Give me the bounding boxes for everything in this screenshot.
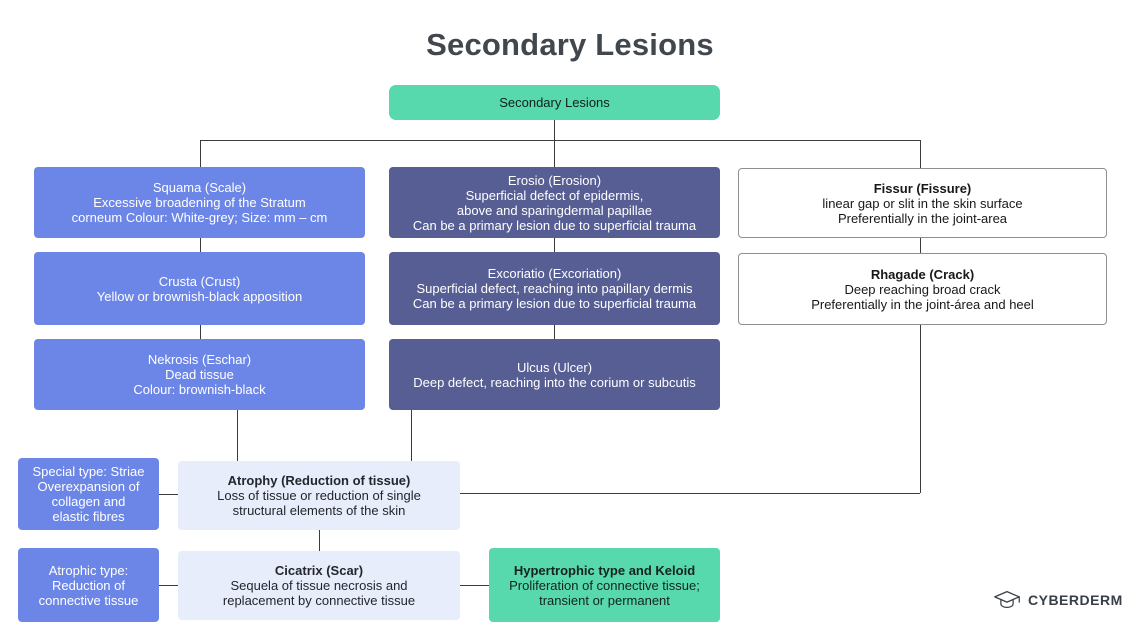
- node-cicatrix: Cicatrix (Scar) Sequela of tissue necros…: [178, 551, 460, 620]
- node-body: Dead tissue Colour: brownish-black: [133, 367, 266, 397]
- node-body: Deep reaching broad crack Preferentially…: [811, 281, 1034, 312]
- node-title: Nekrosis (Eschar): [147, 352, 252, 367]
- connector-line: [200, 140, 201, 167]
- node-hypertrophic: Hypertrophic type and Keloid Proliferati…: [489, 548, 720, 622]
- node-atrophy: Atrophy (Reduction of tissue) Loss of ti…: [178, 461, 460, 530]
- graduation-cap-icon: [993, 589, 1021, 610]
- node-title: Excoriatio (Excoriation): [487, 266, 622, 281]
- connector-line: [920, 238, 921, 253]
- node-title: Atrophy (Reduction of tissue): [227, 473, 411, 488]
- page-title: Secondary Lesions: [426, 27, 714, 62]
- node-title: Atrophic type:: [48, 562, 129, 578]
- brand-name: CYBERDERM: [1028, 591, 1123, 608]
- node-title: Crusta (Crust): [158, 273, 241, 289]
- node-body: Loss of tissue or reduction of single st…: [217, 488, 421, 518]
- node-title: Erosio (Erosion): [507, 172, 602, 188]
- node-title: Rhagade (Crack): [870, 266, 975, 282]
- root-node-label: Secondary Lesions: [499, 95, 610, 110]
- root-node: Secondary Lesions: [389, 85, 720, 120]
- connector-line: [159, 585, 178, 586]
- node-body: Superficial defect of epidermis, above a…: [412, 187, 697, 233]
- connector-line: [200, 140, 920, 141]
- node-atrophic-type: Atrophic type: Reduction of connective t…: [18, 548, 159, 622]
- connector-line: [554, 238, 555, 252]
- connector-line: [920, 325, 921, 493]
- connector-line: [411, 410, 412, 461]
- node-rhagade: Rhagade (Crack) Deep reaching broad crac…: [738, 253, 1107, 325]
- node-body: Superficial defect, reaching into papill…: [412, 281, 697, 311]
- node-body: Overexpansion of collagen and elastic fi…: [37, 479, 140, 524]
- connector-line: [237, 410, 238, 461]
- brand-logo: CYBERDERM: [993, 589, 1123, 610]
- node-crusta: Crusta (Crust) Yellow or brownish-black …: [34, 252, 365, 325]
- connector-line: [159, 494, 178, 495]
- node-body: linear gap or slit in the skin surface P…: [822, 195, 1023, 226]
- node-title: Ulcus (Ulcer): [516, 359, 593, 375]
- node-title: Fissur (Fissure): [873, 180, 972, 196]
- node-title: Hypertrophic type and Keloid: [513, 562, 696, 578]
- node-body: Yellow or brownish-black apposition: [96, 288, 303, 304]
- node-body: Excessive broadening of the Stratum corn…: [71, 195, 328, 225]
- connector-line: [319, 530, 320, 551]
- connector-line: [200, 238, 201, 252]
- connector-line: [554, 140, 555, 167]
- connector-line: [920, 140, 921, 168]
- node-ulcus: Ulcus (Ulcer) Deep defect, reaching into…: [389, 339, 720, 410]
- node-body: Sequela of tissue necrosis and replaceme…: [222, 578, 416, 608]
- node-erosio: Erosio (Erosion) Superficial defect of e…: [389, 167, 720, 238]
- node-fissur: Fissur (Fissure) linear gap or slit in t…: [738, 168, 1107, 238]
- node-nekrosis: Nekrosis (Eschar) Dead tissue Colour: br…: [34, 339, 365, 410]
- connector-line: [554, 120, 555, 140]
- node-body: Reduction of connective tissue: [38, 577, 139, 608]
- node-title: Special type: Striae: [32, 464, 145, 479]
- node-squama: Squama (Scale) Excessive broadening of t…: [34, 167, 365, 238]
- node-body: Proliferation of connective tissue; tran…: [509, 577, 700, 608]
- connector-line: [200, 325, 201, 339]
- connector-line: [460, 585, 489, 586]
- connector-line: [460, 493, 920, 494]
- node-excoriatio: Excoriatio (Excoriation) Superficial def…: [389, 252, 720, 325]
- node-title: Squama (Scale): [152, 180, 247, 195]
- node-striae: Special type: Striae Overexpansion of co…: [18, 458, 159, 530]
- node-body: Deep defect, reaching into the corium or…: [413, 374, 696, 390]
- node-title: Cicatrix (Scar): [274, 563, 364, 578]
- connector-line: [554, 325, 555, 339]
